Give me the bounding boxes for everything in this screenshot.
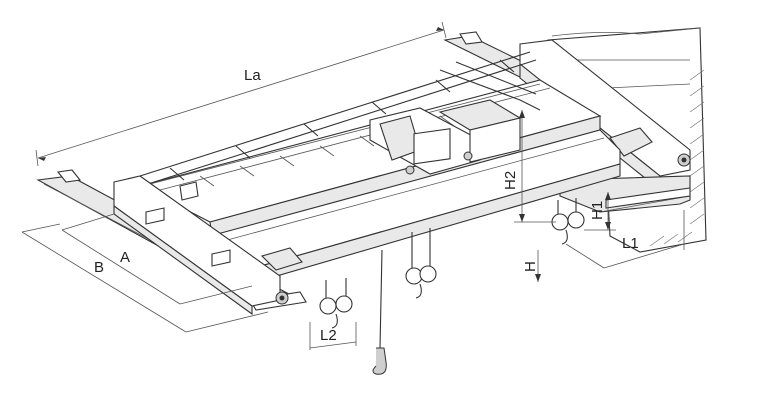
dimension-l1 <box>565 210 685 269</box>
hook-block-left <box>319 278 353 329</box>
label-b: B <box>94 259 104 276</box>
label-a: A <box>120 249 130 266</box>
dimension-h1 <box>584 192 616 231</box>
main-hook <box>372 249 387 375</box>
label-h1: H1 <box>589 201 606 220</box>
hook-block-center <box>405 228 437 299</box>
dimension-h2 <box>514 110 556 223</box>
dimension-la <box>35 21 447 167</box>
walkway-railing <box>139 51 541 185</box>
hoist-trolley <box>369 99 522 175</box>
label-l1: L1 <box>622 235 639 252</box>
hook-block-right <box>551 198 585 245</box>
left-end-carriage <box>113 175 303 316</box>
label-h2: H2 <box>502 171 519 190</box>
label-l2: L2 <box>320 327 337 344</box>
label-h: H <box>522 261 539 272</box>
label-la: La <box>244 67 261 84</box>
dimension-h <box>535 250 541 282</box>
dimension-a <box>61 213 253 305</box>
dimension-l2 <box>309 322 357 350</box>
dimension-b <box>21 223 269 333</box>
right-runway-beam <box>559 175 691 213</box>
